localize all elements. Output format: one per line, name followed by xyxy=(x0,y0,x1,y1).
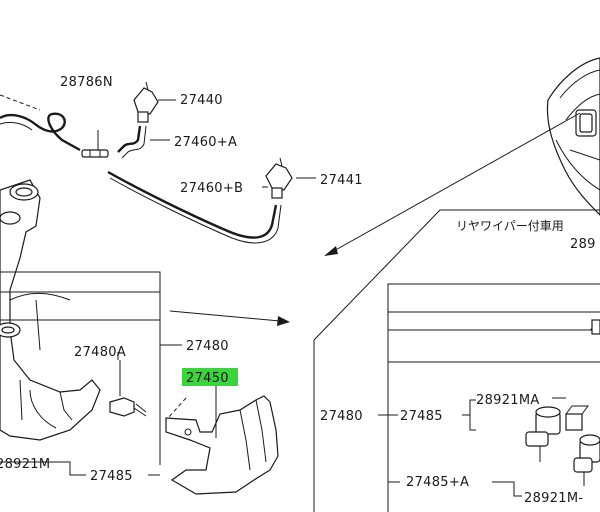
label-27480a: 27480A xyxy=(74,345,126,360)
connector-part xyxy=(81,149,109,158)
label-28921m-right: 28921M- xyxy=(524,491,583,506)
label-27485a: 27485+A xyxy=(406,475,469,490)
label-27485-right: 27485 xyxy=(400,409,443,424)
label-27450: 27450 xyxy=(186,371,229,386)
washer-pump-28921m xyxy=(573,434,600,486)
washer-tank xyxy=(0,179,101,441)
leader-lines-left xyxy=(0,99,316,476)
bracket-27450 xyxy=(165,384,279,495)
washer-nozzle-27441 xyxy=(265,157,293,199)
bolt-27480a xyxy=(109,360,147,417)
label-28921ma: 28921MA xyxy=(476,393,540,408)
inset-panel xyxy=(313,209,600,512)
label-27480-right: 27480 xyxy=(320,409,363,424)
label-28786n: 28786N xyxy=(60,75,113,90)
leader-arrow-right xyxy=(169,310,290,326)
label-27440: 27440 xyxy=(180,93,223,108)
vehicle-rear-sketch xyxy=(546,57,600,216)
washer-pump-28921ma xyxy=(525,405,589,462)
label-28921m-left: 28921M xyxy=(0,457,50,472)
label-27480-left: 27480 xyxy=(186,339,229,354)
leader-arrow-to-inset xyxy=(324,112,581,256)
label-27441: 27441 xyxy=(320,173,363,188)
label-27485-left: 27485 xyxy=(90,469,133,484)
washer-nozzle-27440 xyxy=(133,81,159,123)
label-27460a: 27460+A xyxy=(174,135,237,150)
inset-title: リヤワイパー付車用 xyxy=(456,219,564,233)
label-27460b: 27460+B xyxy=(180,181,243,196)
reference-frame-left xyxy=(0,271,182,465)
highlight-27450 xyxy=(182,368,238,386)
washer-hose-assembly xyxy=(0,81,293,244)
inset-code: 289 xyxy=(570,237,596,252)
